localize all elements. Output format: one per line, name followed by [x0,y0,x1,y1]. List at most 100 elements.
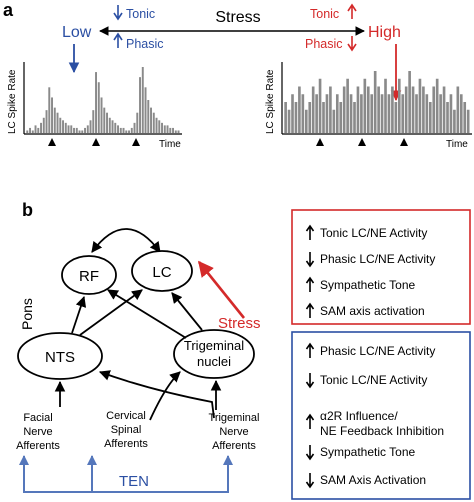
high-trace-bar-31 [391,86,394,133]
low-trace-bar-53 [172,127,174,133]
low-trace-bar-35 [122,127,125,133]
low-trace-bar-26 [97,82,100,133]
trigeminal-to-rf-arrow [107,289,187,339]
low-trace-bar-45 [150,107,152,133]
trigeminal-afferents-line-3: Afferents [212,440,256,452]
high-trace-bar-36 [408,71,411,133]
high-trace-bar-22 [360,94,363,133]
high-trace-bar-42 [428,102,432,133]
cervical-afferents-line-2: Spinal [111,424,142,436]
low-trace-bar-49 [161,122,163,133]
low-trace-marker-1 [48,138,56,146]
high-trace-bar-5 [301,94,305,133]
high-trace-bar-12 [325,94,329,133]
stress-effect-0: Tonic LC/NE Activity [320,226,427,240]
nts-node [17,332,103,380]
low-trace-bar-3 [34,125,37,133]
low-trace-bar-50 [163,125,166,133]
nts-node-label: NTS [45,349,75,366]
high-trace-bar-48 [449,94,453,133]
high-tonic-label: Tonic [310,7,339,21]
high-trace-bar-20 [353,102,356,133]
stress-effect-2: Sympathetic Tone [320,278,415,292]
low-trace-bar-32 [114,122,117,133]
ten-effect-2-line-1: NE Feedback Inhibition [320,424,444,438]
rf-node-label: RF [79,268,99,285]
low-trace-bar-54 [174,130,177,133]
high-trace-bar-15 [335,94,339,133]
facial-afferents-line-2: Nerve [23,426,52,438]
stress-effect-3: SAM axis activation [320,304,425,318]
low-trace-bar-27 [100,97,103,133]
low-trace-marker-2 [92,138,100,146]
pons-label: Pons [19,298,35,330]
high-trace-y-label: LC Spike Rate [265,69,276,134]
high-trace-bar-2 [291,94,294,133]
low-trace-bar-16 [70,125,73,133]
trigeminal-afferents-line-2: Nerve [219,426,248,438]
lc-node-label: LC [152,264,171,281]
ten-label: TEN [119,473,149,490]
low-trace-bar-36 [125,130,128,133]
high-trace-bar-40 [422,86,425,133]
ten-effect-4-line-0: SAM Axis Activation [320,473,426,487]
low-trace-y-label: LC Spike Rate [7,69,18,134]
high-trace-bar-51 [459,94,463,133]
high-trace-bar-26 [373,71,377,133]
low-trace-bar-39 [133,122,136,133]
low-trace-bar-13 [62,120,64,133]
low-trace-bar-10 [53,107,56,133]
high-trace-bar-23 [363,78,367,133]
high-phasic-down-arrow-icon [347,36,357,52]
panel-b-label: b [22,200,33,220]
low-trace-bar-44 [147,100,150,133]
high-trace-bar-39 [418,78,422,133]
high-trace-bar-47 [446,102,449,133]
high-trace-bar-6 [304,109,308,133]
high-trace-bar-28 [380,94,384,133]
low-trace-bar-7 [45,110,48,133]
high-trace-bar-35 [404,86,408,133]
stress-effect-up-arrow-icon-2 [305,276,315,292]
low-trace-bar-19 [78,130,81,133]
high-trace-bar-11 [322,102,325,133]
ten-bracket: TEN [19,455,233,493]
high-trace-bar-8 [311,86,315,133]
cervical-afferents-line-1: Cervical [106,410,146,422]
low-trace-bar-25 [95,72,97,133]
high-trace-bar-0 [284,102,287,133]
low-phasic-up-arrow-icon [113,32,123,48]
high-trace-bar-4 [298,86,301,133]
high-trace-bar-34 [401,94,405,133]
low-trace-bar-33 [117,125,119,133]
ten-effect-down-arrow-icon-4 [305,473,315,489]
high-tonic-up-arrow-icon [347,3,357,19]
high-trace-bar-29 [384,78,387,133]
lc-node [131,250,193,292]
low-tonic-down-arrow-icon [113,5,123,21]
low-trace-bar-5 [40,122,42,133]
high-trace-bar-25 [370,94,374,133]
nts-to-lc-arrow [79,289,143,336]
high-trace-x-label: Time [446,139,468,150]
low-trace-bar-38 [130,127,133,133]
low-label: Low [62,24,92,41]
high-label: High [368,24,401,41]
high-trace-bar-32 [394,102,398,133]
stress-label-b: Stress [218,315,261,332]
ten-effect-up-arrow-icon-0 [305,342,315,358]
low-trace-bars [26,67,180,133]
high-trace-marker-2 [358,138,366,146]
low-trace-marker-3 [132,138,140,146]
low-trace-bar-51 [166,125,169,133]
high-trace-bar-50 [456,86,460,133]
high-trace-bar-24 [366,86,370,133]
ten-effect-down-arrow-icon-3 [305,445,315,461]
high-trace-bar-43 [432,86,436,133]
high-trace-bars [284,71,470,133]
high-stress-trace: LC Spike Rate Time [265,62,472,150]
trigeminal-nuclei-label-1: Trigeminal [184,338,244,353]
high-trace-marker-1 [316,138,324,146]
rf-lc-reciprocal-arrow [91,228,161,253]
